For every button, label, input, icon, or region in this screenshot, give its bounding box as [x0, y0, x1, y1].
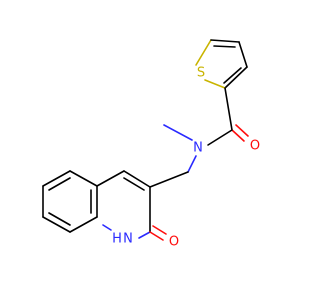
amide-group [163, 87, 249, 173]
bond-s-c5 [195, 39, 212, 66]
bond-n-methyl [163, 124, 193, 141]
bond-c5-c6-double [48, 177, 71, 191]
bond-c5-c6 [42, 170, 71, 187]
bond-c3-c4 [123, 170, 151, 188]
bond-c3-c2-double [223, 67, 242, 84]
bond-c8-c8a [69, 216, 98, 233]
bond-carbonyl-n [207, 129, 233, 146]
bond-c8a-n1 [102, 224, 112, 231]
amide-nitrogen-label: N [193, 141, 203, 156]
sulfur-label: S [197, 66, 205, 81]
quinolinone-system [42, 170, 189, 241]
bond-c2-s [204, 79, 226, 89]
bond-c2-o [149, 231, 164, 241]
bond-c2-carbonyl [224, 87, 233, 131]
bond-c4-c3 [238, 41, 248, 68]
lactam-oxygen-label: O [169, 235, 179, 250]
bond-c7-c8 [42, 216, 71, 233]
bond-c3-c2 [224, 66, 248, 89]
bond-c7-c8-double [48, 212, 71, 226]
molecule-structure: S O N H N O [42, 39, 260, 250]
bond-ch2-c3 [149, 171, 189, 188]
bond-c4-c4a [96, 170, 125, 187]
bond-c5-c4-double [213, 45, 236, 48]
bond-c3-c4-double [123, 177, 145, 191]
lactam-h-label: H [112, 232, 122, 247]
carbonyl-oxygen-label: O [250, 139, 260, 154]
bond-c2-o-double [152, 225, 167, 235]
bond-n1-c2 [138, 231, 151, 239]
lactam-nitrogen-label: N [123, 232, 133, 247]
bond-c4a-c5 [69, 170, 98, 187]
bond-c5-c4 [210, 39, 240, 43]
structure-canvas: S O N H N O [42, 39, 260, 250]
bond-carbonyl-o-double [235, 124, 249, 137]
thiophene-ring [195, 39, 248, 89]
bond-carbonyl-o [231, 129, 245, 142]
bond-n-ch2 [187, 155, 197, 173]
